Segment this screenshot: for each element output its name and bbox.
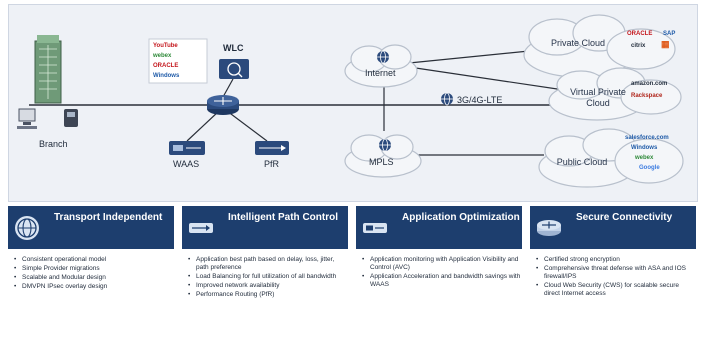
webex-logo: webex xyxy=(153,53,172,59)
desktop-pc-icon xyxy=(17,108,37,129)
feature-panels: Transport Independent Consistent operati… xyxy=(8,206,696,339)
public-cloud-label: Public Cloud xyxy=(556,157,608,167)
panel-header: Intelligent Path Control xyxy=(182,206,348,249)
link-pfr xyxy=(226,110,268,142)
bullet-item: Comprehensive threat defense with ASA an… xyxy=(536,265,696,281)
waas-label: WAAS xyxy=(173,159,200,169)
branch-building-icon xyxy=(34,35,62,104)
pfr-label: PfR xyxy=(264,159,280,169)
link-wlc xyxy=(222,78,234,98)
lte-label: 3G/4G-LTE xyxy=(457,95,503,105)
panel-bullets: Application monitoring with Application … xyxy=(362,256,522,290)
panel-title: Application Optimization xyxy=(402,212,520,223)
panel-header: Transport Independent xyxy=(8,206,174,249)
rackspace-logo: Rackspace xyxy=(631,93,663,99)
bullet-item: Improved network availability xyxy=(188,282,348,290)
panel-header: Application Optimization xyxy=(356,206,522,249)
panel-title: Transport Independent xyxy=(54,212,163,223)
sap-logo: SAP xyxy=(663,31,676,37)
network-diagram: Branch WLC WAAS PfR Internet 3G/4G-LTE M… xyxy=(8,4,698,202)
pfr-device-icon xyxy=(255,141,289,155)
google-logo: Google xyxy=(639,165,660,171)
ip-phone-icon xyxy=(64,109,78,127)
wlc-label: WLC xyxy=(223,43,244,53)
youtube-logo: YouTube xyxy=(153,43,178,49)
private-cloud-label: Private Cloud xyxy=(550,38,606,48)
windows-azure-logo: Windows xyxy=(631,145,658,151)
application-logo-box xyxy=(148,38,208,84)
panel-bullets: Application best path based on delay, lo… xyxy=(188,256,348,300)
internet-label: Internet xyxy=(365,68,396,78)
bullet-item: Certified strong encryption xyxy=(536,256,696,264)
waas-device-icon xyxy=(169,141,205,155)
bullet-item: Consistent operational model xyxy=(14,256,174,264)
oracle-cloud-logo: ORACLE xyxy=(627,31,653,37)
bullet-item: Load Balancing for full utilization of a… xyxy=(188,273,348,281)
wlc-device-icon xyxy=(219,59,249,79)
bullet-item: DMVPN IPsec overlay design xyxy=(14,283,174,291)
diagram-canvas xyxy=(17,14,684,188)
branch-label: Branch xyxy=(39,139,68,149)
panel-bullets: Certified strong encryption Comprehensiv… xyxy=(536,256,696,299)
amazon-logo: amazon.com xyxy=(631,81,668,87)
panel-secure-connectivity: Secure Connectivity Certified strong enc… xyxy=(530,206,696,339)
panel-application-optimization: Application Optimization Application mon… xyxy=(356,206,522,339)
bullet-item: Cloud Web Security (CWS) for scalable se… xyxy=(536,282,696,298)
salesforce-logo: salesforce.com xyxy=(625,135,669,141)
globe-icon xyxy=(15,216,39,240)
virtual-private-cloud-shape xyxy=(548,67,682,121)
mpls-label: MPLS xyxy=(369,157,394,167)
core-router-icon xyxy=(207,95,239,115)
panel-intelligent-path-control: Intelligent Path Control Application bes… xyxy=(182,206,348,339)
optimizer-icon xyxy=(363,223,387,233)
panel-bullets: Consistent operational model Simple Prov… xyxy=(14,256,174,292)
citrix-logo: citrix xyxy=(631,43,646,49)
windows-logo: Windows xyxy=(153,73,180,79)
panel-title: Intelligent Path Control xyxy=(228,212,338,223)
bullet-item: Scalable and Modular design xyxy=(14,274,174,282)
public-cloud-shape xyxy=(538,128,684,188)
panel-transport-independent: Transport Independent Consistent operati… xyxy=(8,206,174,339)
bullet-item: Application Acceleration and bandwidth s… xyxy=(362,273,522,289)
bullet-item: Performance Routing (PfR) xyxy=(188,291,348,299)
bullet-item: Application best path based on delay, lo… xyxy=(188,256,348,272)
webex-cloud-logo: webex xyxy=(635,155,654,161)
link-waas xyxy=(186,110,220,142)
windows-flag-icon: ▦ xyxy=(661,39,670,49)
panel-title: Secure Connectivity xyxy=(576,212,673,223)
link-private-cloud xyxy=(408,49,540,64)
oracle-logo: ORACLE xyxy=(153,63,179,69)
router-secure-icon xyxy=(537,220,561,236)
bullet-item: Simple Provider migrations xyxy=(14,265,174,273)
bullet-item: Application monitoring with Application … xyxy=(362,256,522,272)
router-icon xyxy=(189,223,213,233)
private-cloud-shape xyxy=(523,14,676,78)
panel-header: Secure Connectivity xyxy=(530,206,696,249)
virtual-private-cloud-label: Virtual Private Cloud xyxy=(570,87,626,108)
internet-cloud xyxy=(344,44,418,88)
link-virtual-cloud xyxy=(408,66,565,91)
